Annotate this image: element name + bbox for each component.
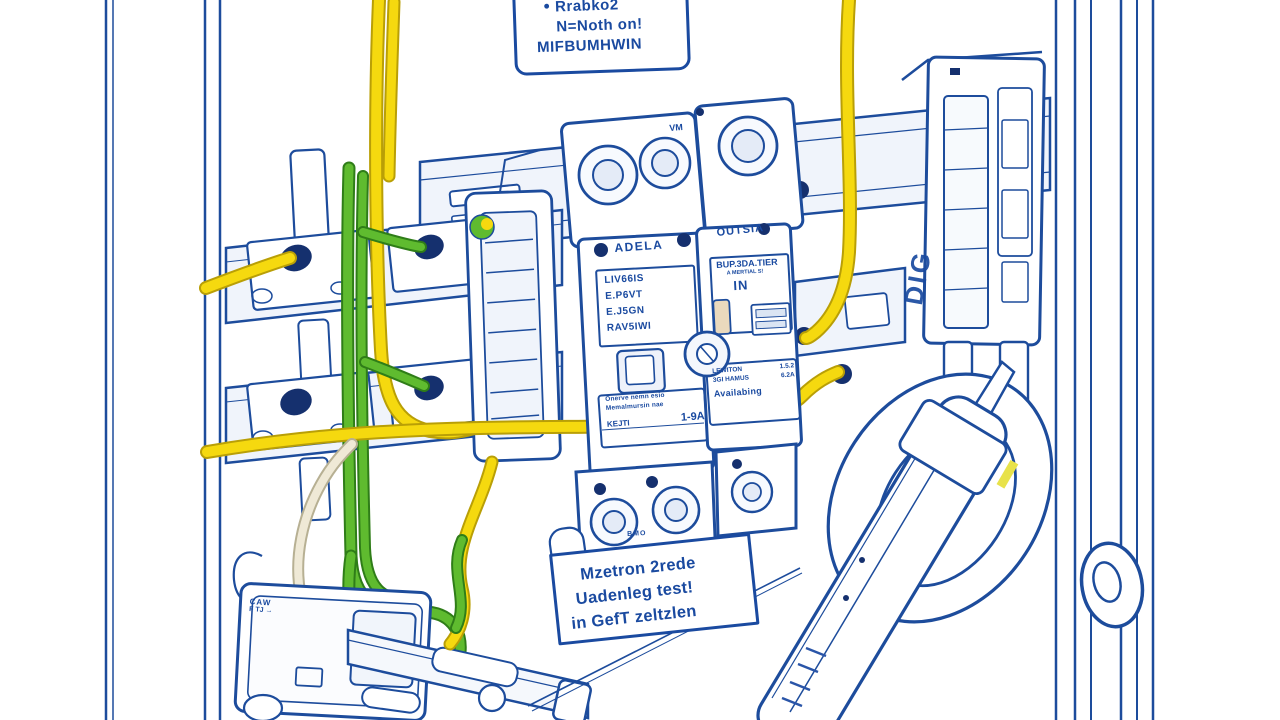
breaker-bottom-mark: BMO (627, 529, 647, 538)
knockout-grommet (1079, 541, 1145, 629)
breaker-right-label: BUP.3DA.TIER A MERTIAL S! IN (716, 256, 790, 294)
breaker-top-mark: VM (669, 122, 684, 133)
din-terminal-module (464, 149, 562, 463)
bullet-icon: • (543, 0, 551, 16)
spec-code: KEJTI (606, 418, 630, 429)
clamp-tool (756, 360, 1054, 720)
frame-left (104, 0, 222, 720)
spec-cell: 6.2A (780, 371, 795, 380)
breaker-left-spec: Onerve nemn esio Memalmursin nae KEJTI 1… (605, 389, 705, 429)
breaker-left-label: LIV66IS E.P6VT E.J5GN RAV5IWI (604, 271, 652, 337)
label-line: LIV66IS (604, 272, 645, 286)
spec-cell: 3GI HAMUS (712, 374, 750, 384)
breaker-top-terminals (560, 97, 805, 249)
bottom-din-rail (346, 628, 592, 720)
wall-device (232, 551, 433, 720)
breaker-body-right (695, 222, 803, 452)
circuit-breaker-assembly (560, 97, 805, 578)
twisted-wires (443, 455, 499, 651)
label-in: IN (732, 277, 749, 294)
rating-value: 1-9A (680, 410, 706, 424)
callout-top-line-3: MIFBUMHWIN (536, 35, 643, 57)
callout-note-top: •Rrabko2 N=Noth on! MIFBUMHWIN (512, 0, 691, 76)
device-label: CAW F TJ → (249, 597, 273, 615)
label-line: RAV5IWI (606, 320, 652, 334)
breaker-body-left (576, 231, 716, 477)
rail-brackets (289, 148, 333, 522)
breaker-right-spec: LEWITON 1.5.2 3GI HAMUS 6.2A Availabing (712, 361, 796, 399)
